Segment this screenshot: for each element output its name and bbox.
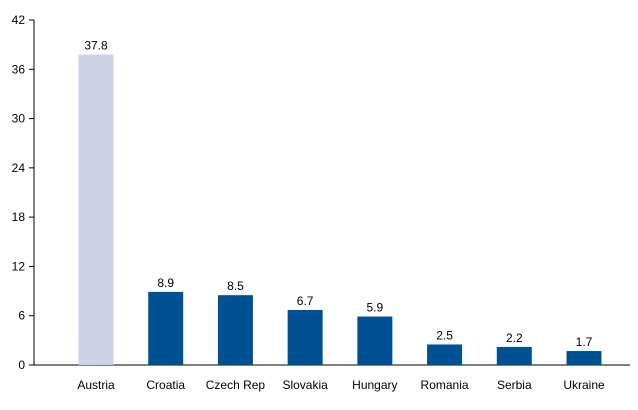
y-tick-label: 36 xyxy=(12,62,26,76)
bar xyxy=(427,344,463,365)
data-label: 8.5 xyxy=(227,279,244,293)
x-tick-label: Ukraine xyxy=(563,378,605,392)
data-label: 5.9 xyxy=(367,301,384,315)
x-tick-label: Austria xyxy=(77,378,115,392)
x-tick-label: Romania xyxy=(421,378,469,392)
data-label: 1.7 xyxy=(576,335,593,349)
x-labels: Austria Croatia Czech Rep Slovakia Hungary Ro… xyxy=(77,378,605,392)
bar xyxy=(496,346,532,365)
y-tick-label: 42 xyxy=(12,13,26,27)
bar xyxy=(287,309,323,365)
y-axis: 0 6 12 18 24 30 36 42 xyxy=(12,13,35,372)
data-label: 2.2 xyxy=(506,331,523,345)
x-tick-label: Slovakia xyxy=(282,378,328,392)
bar xyxy=(217,295,253,365)
bar xyxy=(566,351,602,365)
y-tick-label: 0 xyxy=(18,358,25,372)
data-labels: 37.8 8.9 8.5 6.7 5.9 2.5 2.2 1.7 xyxy=(84,39,592,350)
data-label: 6.7 xyxy=(297,294,314,308)
bar xyxy=(148,291,184,365)
x-tick-label: Croatia xyxy=(146,378,185,392)
data-label: 2.5 xyxy=(436,328,453,342)
x-tick-label: Hungary xyxy=(352,378,397,392)
x-tick-label: Serbia xyxy=(497,378,532,392)
y-tick-label: 6 xyxy=(18,309,25,323)
y-tick-label: 24 xyxy=(12,161,26,175)
data-label: 8.9 xyxy=(157,276,174,290)
bar xyxy=(357,316,393,365)
y-tick-label: 30 xyxy=(12,112,26,126)
bar xyxy=(78,54,114,365)
y-tick-label: 18 xyxy=(12,210,26,224)
x-tick-label: Czech Rep xyxy=(206,378,266,392)
data-label: 37.8 xyxy=(84,39,108,53)
bars xyxy=(78,54,602,365)
y-tick-label: 12 xyxy=(12,259,26,273)
